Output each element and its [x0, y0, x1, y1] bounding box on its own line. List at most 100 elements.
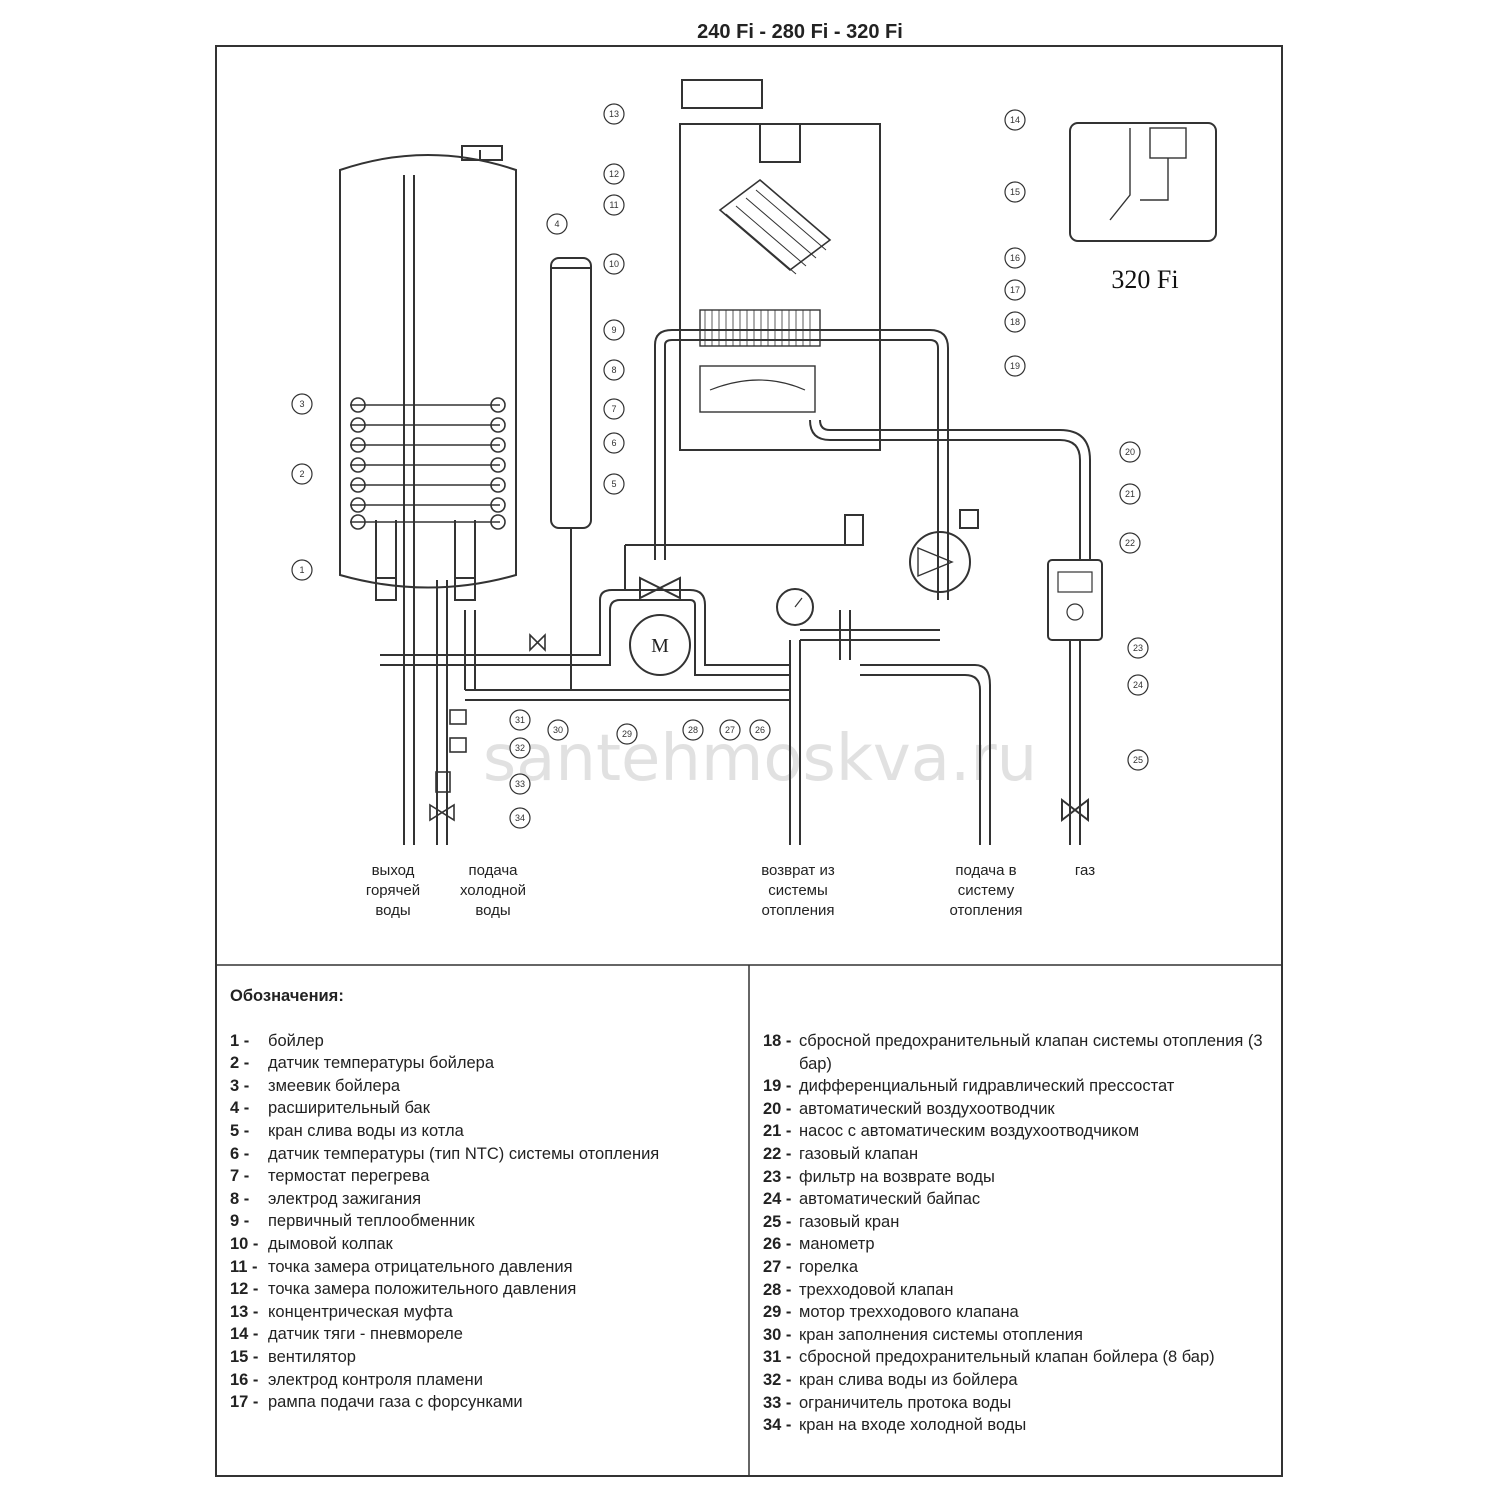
callout-number: 21 — [1125, 489, 1135, 499]
heating-circuit-pipes — [380, 329, 1091, 845]
callout-number: 27 — [725, 725, 735, 735]
callout-bubble — [1004, 247, 1026, 269]
callout-number: 30 — [553, 725, 563, 735]
legend-item: 18 -сбросной предохранительный клапан си… — [763, 1030, 1268, 1075]
callout-bubble — [603, 163, 625, 185]
callout-number: 17 — [1010, 285, 1020, 295]
callout-bubble — [603, 103, 625, 125]
gas-pipe — [1069, 640, 1081, 845]
svg-text:горячей: горячей — [366, 882, 420, 899]
legend-item-text: точка замера положительного давления — [268, 1280, 577, 1299]
inset-320fi — [1069, 122, 1217, 242]
legend-item-text: сбросной предохранительный клапан бойлер… — [799, 1348, 1215, 1367]
svg-text:подача: подача — [468, 862, 518, 879]
callout-number: 14 — [1010, 115, 1020, 125]
legend-item-text: датчик температуры (тип NTC) системы ото… — [268, 1144, 660, 1163]
legend-item: 9 -первичный теплообменник — [230, 1210, 735, 1233]
inset-model-label: 320 Fi — [1111, 265, 1178, 294]
callout-number: 20 — [1125, 447, 1135, 457]
legend-item-text: концентрическая муфта — [268, 1302, 453, 1321]
callout-number: 2 — [299, 469, 304, 479]
legend-item-text: кран слива воды из бойлера — [799, 1370, 1018, 1389]
legend-item-text: датчик тяги - пневмореле — [268, 1325, 463, 1344]
legend-item: 31 -сбросной предохранительный клапан бо… — [763, 1346, 1268, 1369]
svg-text:отопления: отопления — [949, 902, 1022, 919]
legend-item: 4 -расширительный бак — [230, 1097, 735, 1120]
callout-number: 6 — [611, 438, 616, 448]
legend-item: 13 - концентрическая муфта — [230, 1301, 735, 1324]
callout-number: 3 — [299, 399, 304, 409]
callout-bubble — [1127, 674, 1149, 696]
legend-item: 33 -ограничитель протока воды — [763, 1392, 1268, 1415]
legend-item-text: автоматический байпас — [799, 1190, 981, 1209]
legend-item-text: кран на входе холодной воды — [799, 1416, 1027, 1435]
legend-item-text: термостат перегрева — [268, 1167, 430, 1186]
cold-water-fittings — [429, 709, 467, 822]
callout-bubble — [603, 359, 625, 381]
legend-item: 6 -датчик температуры (тип NTC) системы … — [230, 1143, 735, 1166]
svg-text:системы: системы — [768, 882, 828, 899]
callout-number: 4 — [554, 219, 559, 229]
legend-item-number: 22 - — [763, 1144, 792, 1163]
legend-item: 30 -кран заполнения системы отопления — [763, 1324, 1268, 1347]
legend-item-text: ограничитель протока воды — [799, 1393, 1012, 1412]
callout-number: 19 — [1010, 361, 1020, 371]
outlet-gas-label: газ — [1075, 862, 1095, 879]
callout-number: 15 — [1010, 187, 1020, 197]
callout-number: 10 — [609, 259, 619, 269]
callout-bubble — [546, 213, 568, 235]
svg-text:воды: воды — [375, 902, 410, 919]
outlet-heating-return-label: возврат из системы отопления — [761, 862, 835, 919]
callout-bubble — [603, 319, 625, 341]
legend-item: 24 - автоматический байпас — [763, 1188, 1268, 1211]
legend-item-number: 11 - — [230, 1257, 258, 1276]
callout-bubble — [603, 473, 625, 495]
legend-item-number: 24 - — [763, 1190, 792, 1209]
legend-item-number: 21 - — [763, 1122, 792, 1141]
callout-bubble — [1004, 109, 1026, 131]
legend-item-text: фильтр на возврате воды — [799, 1167, 995, 1186]
legend-item: 16 - электрод контроля пламени — [230, 1369, 735, 1392]
callout-number: 28 — [688, 725, 698, 735]
legend-item-number: 13 - — [230, 1302, 259, 1321]
callout-bubble — [719, 719, 741, 741]
legend-item-number: 10 - — [230, 1234, 259, 1253]
legend-item: 11 -точка замера отрицательного давления — [230, 1256, 735, 1279]
legend-item-text: кран заполнения системы отопления — [799, 1325, 1083, 1344]
callout-number: 29 — [622, 729, 632, 739]
legend-item-text: газовый клапан — [799, 1144, 919, 1163]
callout-bubble — [1004, 355, 1026, 377]
legend-item: 15 -вентилятор — [230, 1346, 735, 1369]
legend-item-text: змеевик бойлера — [268, 1076, 401, 1095]
legend-item-text: электрод контроля пламени — [268, 1370, 483, 1389]
svg-text:выход: выход — [372, 862, 415, 879]
legend-item-number: 9 - — [230, 1212, 250, 1231]
legend-item-text: насос с автоматическим воздухоотводчиком — [799, 1122, 1140, 1141]
fill-tap — [529, 633, 546, 652]
legend-item-text: вентилятор — [268, 1347, 356, 1366]
callout-bubble — [616, 723, 638, 745]
legend-item-text: мотор трехходового клапана — [799, 1303, 1019, 1322]
legend-item-number: 2 - — [230, 1054, 250, 1073]
legend-item-number: 29 - — [763, 1303, 792, 1322]
legend-item-text: трехходовой клапан — [799, 1280, 954, 1299]
legend-item-number: 16 - — [230, 1370, 259, 1389]
legend-item-text: манометр — [799, 1235, 875, 1254]
air-vent — [959, 509, 979, 529]
legend-item-number: 7 - — [230, 1167, 250, 1186]
legend-item: 23 -фильтр на возврате воды — [763, 1166, 1268, 1189]
callout-bubble — [603, 194, 625, 216]
legend-item: 28 -трехходовой клапан — [763, 1279, 1268, 1302]
callout-number: 32 — [515, 743, 525, 753]
legend-item-number: 27 - — [763, 1257, 792, 1276]
manometer — [776, 588, 814, 626]
legend-item-number: 1 - — [230, 1031, 250, 1050]
pump — [909, 531, 971, 593]
legend-item: 7 - термостат перегрева — [230, 1165, 735, 1188]
legend-item: 34 -кран на входе холодной воды — [763, 1414, 1268, 1437]
legend-item: 17 -рампа подачи газа с форсунками — [230, 1391, 735, 1414]
callout-bubble — [682, 719, 704, 741]
callout-bubble — [1127, 749, 1149, 771]
legend-item: 22 - газовый клапан — [763, 1143, 1268, 1166]
